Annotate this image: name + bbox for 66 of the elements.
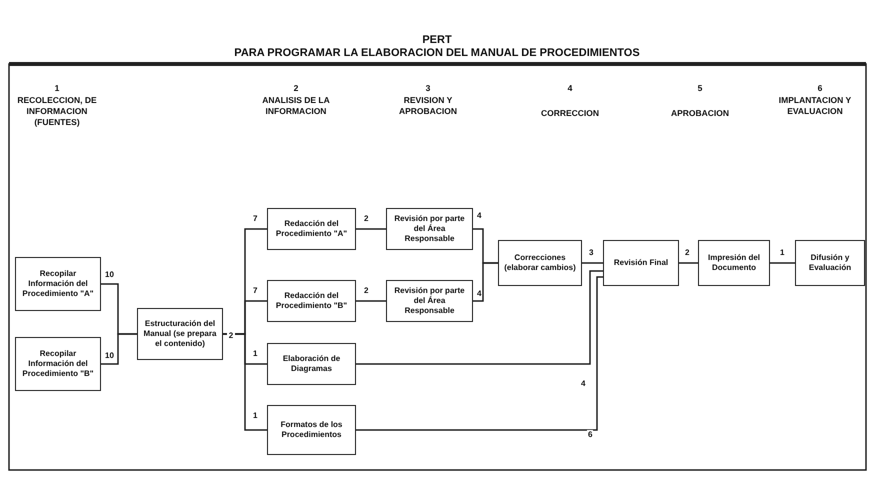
activity-text: Revisión por parte del Área Responsable: [393, 214, 466, 244]
activity-box: [386, 208, 473, 250]
duration-label: 10: [104, 270, 115, 279]
activity-box: [386, 280, 473, 322]
phase-heading: APROBACION: [670, 108, 730, 119]
activity-box: [603, 240, 679, 286]
phase-heading: 6: [816, 83, 824, 94]
activity-text: Formatos de los Procedimientos: [280, 420, 344, 440]
diagram-title: PERT: [421, 34, 453, 46]
phase-heading: IMPLANTACION Y EVALUACION: [778, 95, 852, 117]
phase-heading: 4: [566, 83, 574, 94]
activity-box: [15, 337, 101, 391]
phase-heading: ANALISIS DE LA INFORMACION: [261, 95, 331, 117]
activity-box: [267, 343, 356, 385]
duration-label: 2: [684, 248, 690, 257]
duration-label: 4: [476, 289, 482, 298]
activity-box: [267, 280, 356, 322]
duration-label: 2: [363, 214, 370, 223]
duration-label: 1: [779, 248, 786, 257]
connector-line: [582, 262, 603, 264]
duration-label: 4: [580, 379, 586, 388]
duration-label: 2: [363, 286, 370, 295]
activity-text: Difusión y Evaluación: [808, 253, 852, 273]
connector-line: [770, 262, 795, 264]
duration-label: 2: [227, 330, 235, 341]
duration-label: 7: [252, 214, 258, 223]
phase-heading: RECOLECCION, DE INFORMACION (FUENTES): [17, 95, 97, 128]
duration-label: 6: [587, 430, 594, 439]
duration-label: 1: [252, 349, 258, 358]
activity-text: Redacción del Procedimiento "B": [274, 291, 348, 311]
activity-box: [698, 240, 770, 286]
duration-label: 7: [252, 286, 258, 295]
activity-text: Recopilar Información del Procedimiento "B": [21, 349, 95, 379]
phase-heading: 5: [696, 83, 704, 94]
diagram-subtitle: PARA PROGRAMAR LA ELABORACION DEL MANUAL DE PROCEDIMIENTOS: [233, 48, 641, 59]
phase-heading: 2: [292, 83, 300, 94]
activity-text: Elaboración de Diagramas: [282, 354, 342, 374]
duration-label: 3: [588, 248, 594, 257]
phase-heading: CORRECCION: [540, 108, 600, 119]
duration-label: 10: [104, 351, 115, 360]
activity-box: [137, 308, 223, 360]
activity-box: [267, 405, 356, 455]
activity-text: Revisión por parte del Área Responsable: [393, 286, 466, 316]
duration-label: 4: [476, 211, 482, 220]
connector-line: [473, 262, 498, 302]
activity-text: Estructuración del Manual (se prepara el contenido): [142, 319, 218, 349]
phase-heading: 1: [54, 83, 60, 94]
activity-box: [795, 240, 865, 286]
activity-text: Correcciones (elaborar cambios): [503, 253, 577, 273]
activity-box: [498, 240, 582, 286]
connector-line: [223, 333, 267, 431]
connector-line: [356, 276, 603, 431]
connector-line: [679, 262, 698, 264]
activity-text: Impresión del Documento: [706, 253, 761, 273]
duration-label: 1: [252, 411, 258, 420]
connector-line: [356, 300, 386, 302]
activity-box: [15, 257, 101, 311]
phase-heading: 3: [424, 83, 432, 94]
activity-text: Redacción del Procedimiento "A": [274, 219, 348, 239]
phase-heading: REVISION Y APROBACION: [398, 95, 458, 117]
connector-line: [101, 333, 137, 365]
activity-text: Recopilar Información del Procedimiento "A": [21, 269, 95, 299]
connector-line: [356, 228, 386, 230]
activity-text: Revisión Final: [614, 258, 668, 268]
connector-line: [356, 270, 603, 365]
activity-box: [267, 208, 356, 250]
